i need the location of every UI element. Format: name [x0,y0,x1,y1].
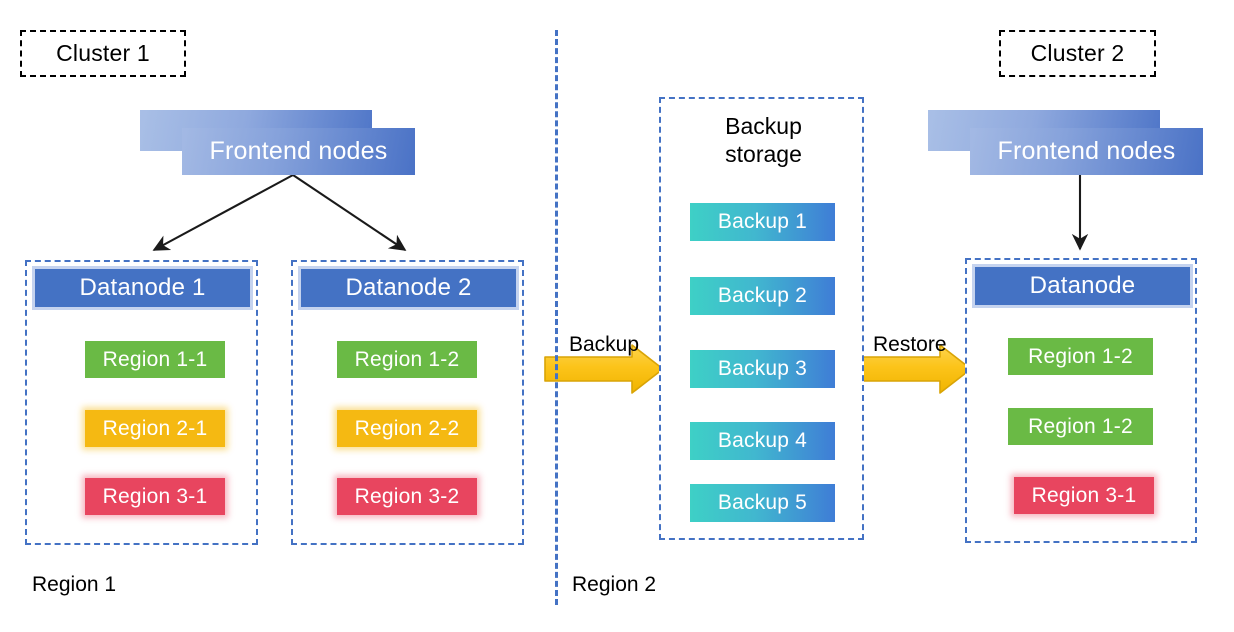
region-chip[interactable]: Region 3-1 [85,478,225,515]
backup-storage-title: Backup storage [725,113,802,167]
region-chip[interactable]: Region 1-2 [337,341,477,378]
backup-chip[interactable]: Backup 2 [690,277,835,315]
backup-chip[interactable]: Backup 1 [690,203,835,241]
region-chip-label: Region 3-1 [1031,483,1137,507]
backup-chip-label: Backup 3 [717,357,808,380]
backup-chip-label: Backup 1 [717,210,808,233]
cluster2-frontend-nodes[interactable]: Frontend nodes [970,128,1203,175]
datanode-2-header[interactable]: Datanode 2 [298,266,519,310]
region-2-footer: Region 2 [572,572,656,598]
datanode-cluster2-header[interactable]: Datanode [972,264,1193,308]
region-chip[interactable]: Region 2-2 [337,410,477,447]
cluster1-frontend-group: Frontend nodes [140,110,415,175]
backup-storage-container[interactable]: Backup storage Backup 1 Backup 2 Backup … [659,97,864,540]
region-chip-label: Region 1-2 [1028,414,1133,438]
backup-chip[interactable]: Backup 3 [690,350,835,388]
region-2-footer-text: Region 2 [572,573,657,596]
region-chip-label: Region 1-2 [1028,344,1133,368]
region-chip-label: Region 2-2 [354,416,460,440]
region-chip-label: Region 1-2 [354,347,460,371]
backup-flow-label: Backup [569,333,639,357]
region-1-footer: Region 1 [32,572,116,598]
restore-flow-label: Restore [873,333,947,357]
backup-chip-label: Backup 4 [717,429,808,452]
cluster2-label: Cluster 2 [999,30,1156,77]
datanode-2-title: Datanode 2 [345,274,472,301]
cluster2-frontend-group: Frontend nodes [928,110,1203,175]
connector-frontend-to-datanode2 [292,174,407,251]
restore-flow-label-text: Restore [873,333,947,356]
cluster1-frontend-label: Frontend nodes [209,137,388,165]
datanode-1-header[interactable]: Datanode 1 [32,266,253,310]
datanode-1-title: Datanode 1 [79,274,206,301]
region-chip[interactable]: Region 2-1 [85,410,225,447]
cluster1-label: Cluster 1 [20,30,186,77]
datanode-cluster2-title: Datanode [1029,272,1136,299]
datanode-1-container[interactable]: Datanode 1 Region 1-1 Region 2-1 Region … [25,260,258,545]
region-chip-label: Region 2-1 [102,416,208,440]
connector-frontend-to-datanode1 [152,174,294,251]
region-chip-label: Region 3-2 [354,484,460,508]
region-chip[interactable]: Region 1-2 [1008,338,1153,375]
datanode-2-container[interactable]: Datanode 2 Region 1-2 Region 2-2 Region … [291,260,524,545]
datanode-cluster2-container[interactable]: Datanode Region 1-2 Region 1-2 Region 3-… [965,258,1197,543]
cluster2-frontend-label: Frontend nodes [997,137,1176,165]
backup-flow-label-text: Backup [569,333,640,356]
cluster1-frontend-nodes[interactable]: Frontend nodes [182,128,415,175]
region-1-footer-text: Region 1 [32,573,117,596]
backup-chip[interactable]: Backup 5 [690,484,835,522]
region-chip-label: Region 3-1 [102,484,208,508]
region-chip[interactable]: Region 1-1 [85,341,225,378]
region-chip[interactable]: Region 3-2 [337,478,477,515]
region-chip[interactable]: Region 3-1 [1014,477,1154,514]
cluster1-label-text: Cluster 1 [56,40,150,66]
backup-chip-label: Backup 5 [717,491,808,514]
region-divider [555,30,558,605]
backup-chip-label: Backup 2 [717,284,808,307]
region-chip[interactable]: Region 1-2 [1008,408,1153,445]
backup-chip[interactable]: Backup 4 [690,422,835,460]
cluster2-label-text: Cluster 2 [1030,40,1125,66]
region-chip-label: Region 1-1 [102,347,208,371]
